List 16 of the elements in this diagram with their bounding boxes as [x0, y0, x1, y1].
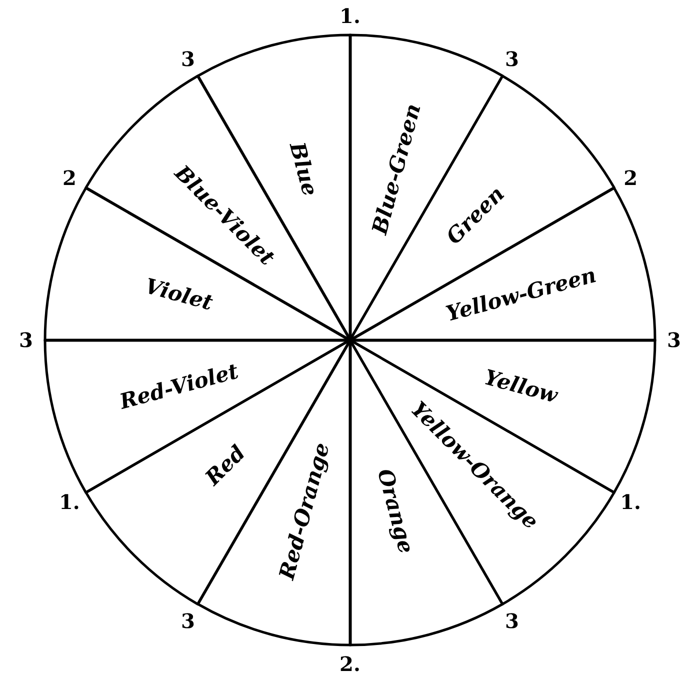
spoke-number: 1. — [58, 491, 80, 513]
spoke-number: 3 — [505, 610, 519, 632]
spoke-number: 2 — [624, 167, 638, 189]
spoke-number: 3 — [181, 48, 195, 70]
sector-label: Blue — [286, 140, 322, 198]
spoke-number: 3 — [667, 329, 681, 351]
spoke-number: 1. — [620, 491, 642, 513]
spoke-number: 1. — [340, 5, 360, 27]
sector-label: Violet — [142, 274, 216, 314]
spoke-number: 2. — [340, 653, 360, 675]
sector-label: Orange — [373, 466, 418, 556]
sector-label: Yellow — [482, 364, 560, 407]
spoke-number: 2 — [62, 167, 76, 189]
spoke-number: 3 — [181, 610, 195, 632]
spoke-number: 3 — [19, 329, 33, 351]
spoke-number: 3 — [505, 48, 519, 70]
